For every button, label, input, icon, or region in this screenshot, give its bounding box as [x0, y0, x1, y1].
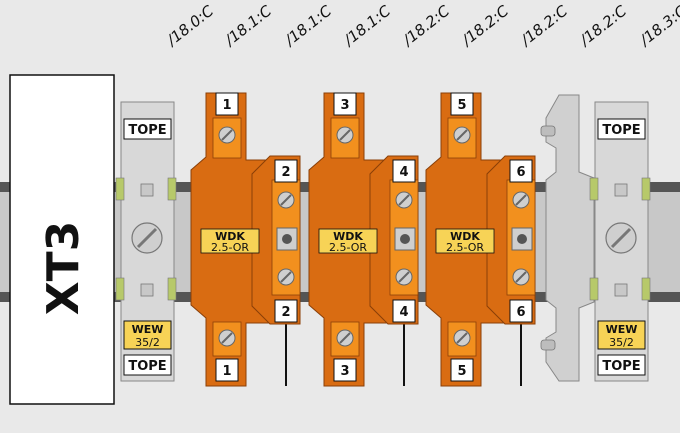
terminal-number: 6 [516, 165, 525, 180]
wire-label: /18.0:C [162, 1, 218, 50]
wire-label: /18.3:C [635, 1, 680, 50]
terminal-number: 2 [281, 305, 290, 320]
end-stop-type: WEW [606, 323, 638, 336]
terminal-spec: 2.5-OR [211, 241, 249, 254]
end-cover-plate [540, 94, 595, 382]
terminal-block: 5 5 6 6 WDK 2.5-OR [425, 92, 536, 387]
strip-label-box: XT3 [9, 74, 115, 405]
terminal-spec: 2.5-OR [446, 241, 484, 254]
terminal-number: 3 [340, 364, 349, 379]
end-stop-spec: 35/2 [609, 336, 634, 349]
terminal-number: 2 [281, 165, 290, 180]
end-stop-spec: 35/2 [135, 336, 160, 349]
terminal-number: 5 [457, 364, 466, 379]
wire-label: /18.2:C [516, 1, 572, 50]
terminal-number: 5 [457, 98, 466, 113]
wire-label: /18.2:C [398, 1, 454, 50]
end-stop-bottom-label: TOPE [602, 359, 640, 374]
end-stop-top-label: TOPE [602, 123, 640, 138]
wire-label: /18.2:C [457, 1, 513, 50]
wire-label: /18.2:C [575, 1, 631, 50]
terminal-type: WDK [333, 230, 363, 243]
terminal-number: 1 [222, 364, 231, 379]
terminal-number: 6 [516, 305, 525, 320]
terminal-number: 1 [222, 98, 231, 113]
end-stop-top-label: TOPE [128, 123, 166, 138]
terminal-number: 4 [399, 165, 408, 180]
terminal-spec: 2.5-OR [329, 241, 367, 254]
terminal-type: WDK [215, 230, 245, 243]
wire-label: /18.1:C [339, 1, 395, 50]
terminal-number: 4 [399, 305, 408, 320]
end-stop-bottom-label: TOPE [128, 359, 166, 374]
terminal-type: WDK [450, 230, 480, 243]
wire-label: /18.1:C [280, 1, 336, 50]
end-stop-right: TOPE TOPE WEW 35/2 [589, 101, 651, 382]
wire-label: /18.1:C [220, 1, 276, 50]
end-stop-left: TOPE TOPE WEW 35/2 [115, 101, 177, 382]
terminal-number: 3 [340, 98, 349, 113]
wire-labels: /18.0:C /18.1:C /18.1:C /18.1:C /18.2:C … [162, 1, 680, 50]
terminal-block: 1 1 2 2 WDK 2.5-OR [190, 92, 301, 387]
terminal-block: 3 3 4 4 WDK 2.5-OR [308, 92, 419, 387]
strip-name: XT3 [38, 221, 89, 316]
end-stop-type: WEW [132, 323, 164, 336]
